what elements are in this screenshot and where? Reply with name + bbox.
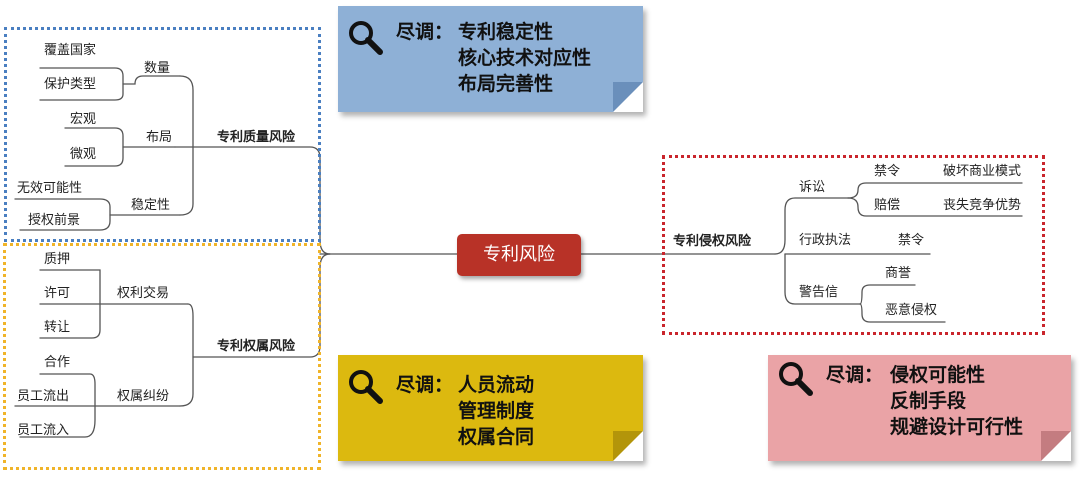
- note-prefix: 尽调：: [396, 21, 454, 43]
- leaf-grant-prospect: 授权前景: [28, 213, 81, 228]
- connector: [39, 269, 101, 339]
- note-line: 人员流动: [458, 374, 535, 396]
- node-quantity: 数量: [144, 61, 171, 76]
- leaf-license: 许可: [44, 286, 71, 301]
- note-line: 侵权可能性: [890, 364, 986, 386]
- leaf-macro: 宏观: [70, 112, 97, 127]
- note-line: 规避设计可行性: [890, 416, 1024, 438]
- leaf-lose-competitive-edge: 丧失竞争优势: [943, 198, 1022, 213]
- leaf-pledge: 质押: [44, 252, 71, 267]
- note-line: 管理制度: [458, 400, 535, 422]
- leaf-staff-outflow: 员工流出: [17, 389, 70, 404]
- magnifier-icon: [349, 370, 383, 404]
- ownership-risk-frame: [3, 243, 321, 470]
- connector: [784, 253, 861, 305]
- magnifier-icon: [349, 21, 383, 55]
- note-line: 反制手段: [890, 390, 967, 412]
- leaf-transfer: 转让: [44, 320, 71, 335]
- note-line: 布局完善性: [458, 73, 554, 95]
- note-fold: [613, 431, 643, 461]
- connector: [39, 67, 124, 101]
- leaf-compensation: 赔偿: [874, 198, 901, 213]
- node-warning-letter: 警告信: [799, 285, 839, 300]
- note-line: 专利稳定性: [458, 21, 554, 43]
- node-administrative-enforcement: 行政执法: [799, 233, 852, 248]
- node-layout: 布局: [146, 130, 173, 145]
- note-fold: [613, 82, 643, 112]
- leaf-admin-injunction: 禁令: [898, 233, 925, 248]
- note-fold: [1041, 431, 1071, 461]
- due-diligence-note-quality: 尽调： 专利稳定性 核心技术对应性 布局完善性: [338, 6, 643, 112]
- note-line: 权属合同: [458, 426, 535, 448]
- connector: [847, 182, 1023, 199]
- leaf-cooperation: 合作: [44, 355, 71, 370]
- connector: [122, 75, 181, 85]
- leaf-goodwill: 商誉: [885, 266, 912, 281]
- center-node-patent-risk[interactable]: 专利风险: [457, 234, 581, 276]
- connector: [19, 373, 96, 438]
- leaf-injunction: 禁令: [874, 164, 901, 179]
- infringement-risk-frame: [662, 155, 1045, 335]
- note-prefix: 尽调：: [396, 374, 454, 396]
- connector: [847, 197, 1023, 217]
- leaf-coverage-countries: 覆盖国家: [44, 43, 97, 58]
- leaf-break-business-model: 破坏商业模式: [943, 164, 1022, 179]
- node-stability: 稳定性: [131, 198, 171, 213]
- node-patent-ownership-risk: 专利权属风险: [217, 339, 296, 354]
- connector: [14, 198, 111, 231]
- node-patent-quality-risk: 专利质量风险: [217, 130, 296, 145]
- connector: [859, 284, 916, 305]
- note-prefix: 尽调：: [826, 364, 884, 386]
- due-diligence-note-infringement: 尽调： 侵权可能性 反制手段 规避设计可行性: [768, 355, 1071, 461]
- note-line: 核心技术对应性: [458, 47, 592, 69]
- connector: [179, 303, 194, 407]
- quality-risk-frame: [4, 27, 321, 242]
- connector: [859, 303, 946, 323]
- leaf-protection-type: 保护类型: [44, 77, 97, 92]
- node-litigation: 诉讼: [799, 180, 826, 195]
- leaf-staff-inflow: 员工流入: [17, 423, 70, 438]
- node-ownership-dispute: 权属纠纷: [117, 389, 170, 404]
- node-rights-transaction: 权利交易: [117, 286, 170, 301]
- leaf-malicious-infringement: 恶意侵权: [885, 303, 938, 318]
- leaf-micro: 微观: [70, 147, 97, 162]
- node-patent-infringement-risk: 专利侵权风险: [673, 234, 752, 249]
- leaf-invalidation-possibility: 无效可能性: [17, 181, 83, 196]
- connector: [774, 197, 849, 255]
- magnifier-icon: [779, 362, 813, 396]
- due-diligence-note-ownership: 尽调： 人员流动 管理制度 权属合同: [338, 355, 643, 461]
